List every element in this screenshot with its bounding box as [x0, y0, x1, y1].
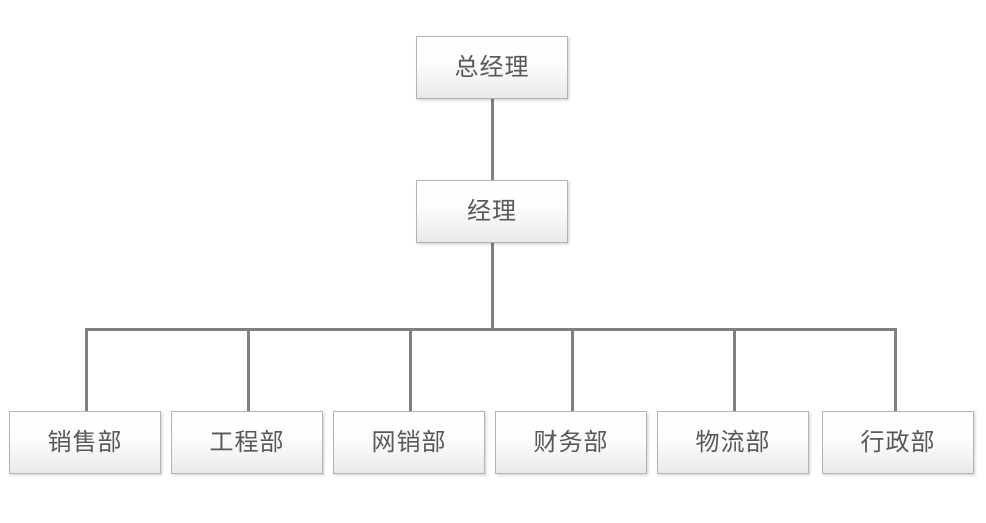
node-department-online-sales-label: 网销部	[371, 428, 447, 456]
node-department-sales-label: 销售部	[47, 428, 123, 456]
node-department-finance[interactable]: 财务部	[495, 411, 647, 474]
node-department-logistics[interactable]: 物流部	[657, 411, 809, 474]
node-general-manager-label: 总经理	[454, 53, 530, 81]
node-department-logistics-label: 物流部	[695, 428, 771, 456]
node-general-manager[interactable]: 总经理	[416, 36, 568, 99]
node-department-administration-label: 行政部	[860, 428, 936, 456]
node-department-online-sales[interactable]: 网销部	[333, 411, 485, 474]
connector-horizontal-bus	[85, 328, 897, 331]
connector-manager-to-bus	[491, 242, 494, 331]
node-department-sales[interactable]: 销售部	[9, 411, 161, 474]
node-department-engineering[interactable]: 工程部	[171, 411, 323, 474]
node-manager[interactable]: 经理	[416, 180, 568, 243]
connector-drop-dept2	[247, 328, 250, 411]
connector-drop-dept5	[733, 328, 736, 411]
connector-drop-dept6	[894, 328, 897, 411]
node-department-engineering-label: 工程部	[209, 428, 285, 456]
node-department-finance-label: 财务部	[533, 428, 609, 456]
node-manager-label: 经理	[467, 197, 517, 225]
connector-drop-dept3	[409, 328, 412, 411]
connector-gm-to-manager	[491, 98, 494, 180]
connector-drop-dept4	[571, 328, 574, 411]
node-department-administration[interactable]: 行政部	[822, 411, 974, 474]
connector-drop-dept1	[85, 328, 88, 411]
